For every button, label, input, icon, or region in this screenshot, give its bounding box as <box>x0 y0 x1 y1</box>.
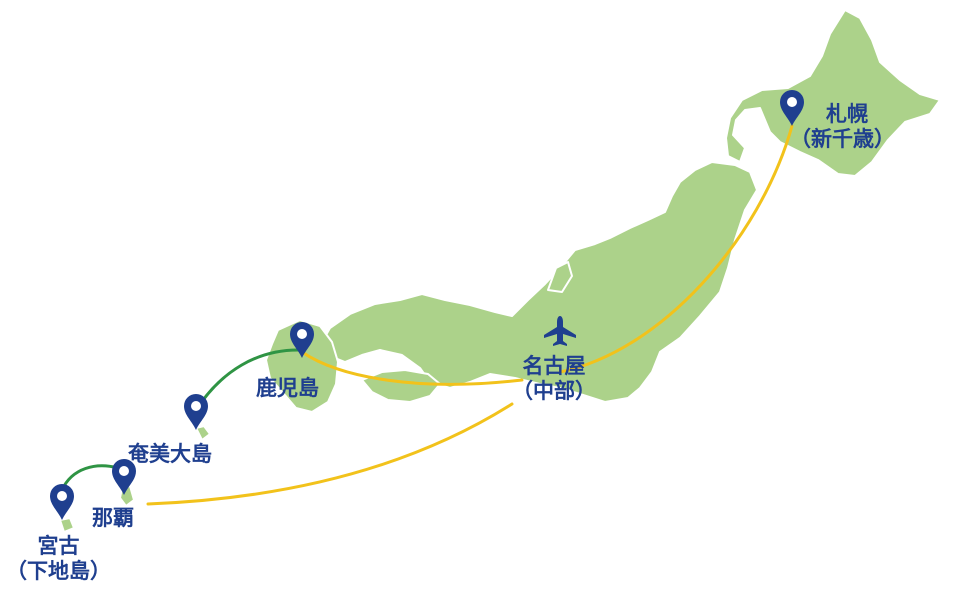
kyushu-landmass <box>265 319 339 413</box>
airport-sub: （下地島） <box>6 559 111 584</box>
hub-sub: （中部） <box>512 379 596 404</box>
airport-sub: （新千歳） <box>790 127 895 152</box>
route-line-kagoshima-amami <box>194 348 300 412</box>
airport-name: 那覇 <box>92 506 134 530</box>
hub-name: 名古屋 <box>522 354 586 378</box>
airport-label-sapporo[interactable]: 札幌 （新千歳） <box>790 102 895 152</box>
route-line-nagoya-sapporo <box>558 124 794 374</box>
hub-label-nagoya[interactable]: 名古屋 （中部） <box>512 354 596 404</box>
location-pin-icon[interactable] <box>780 90 804 126</box>
route-lines <box>60 124 794 506</box>
airport-name: 札幌 <box>826 102 868 126</box>
airport-name: 鹿児島 <box>256 376 319 400</box>
airport-label-amami[interactable]: 奄美大島 <box>128 442 212 467</box>
location-pin-icon[interactable] <box>184 394 208 430</box>
route-line-nagoya-kagoshima <box>300 350 524 386</box>
airport-label-miyako[interactable]: 宮古 （下地島） <box>6 534 111 584</box>
amami-island <box>195 425 211 441</box>
shikoku-landmass <box>361 369 441 403</box>
airport-label-naha[interactable]: 那覇 <box>92 506 134 531</box>
location-pin-icon[interactable] <box>290 322 314 358</box>
airport-name: 宮古 <box>37 534 80 558</box>
airport-pins <box>50 90 804 520</box>
airport-name: 奄美大島 <box>128 442 212 466</box>
honshu-landmass <box>321 161 758 403</box>
location-pin-icon[interactable] <box>112 459 136 495</box>
airplane-icon <box>544 316 576 346</box>
landmass-group <box>59 9 941 533</box>
route-line-nagoya-naha <box>146 402 514 506</box>
hokkaido-landmass <box>725 9 941 177</box>
noto-peninsula <box>547 261 573 293</box>
location-pin-icon[interactable] <box>50 484 74 520</box>
miyako-island <box>59 517 75 533</box>
route-line-naha-miyako <box>60 464 120 492</box>
airport-label-kagoshima[interactable]: 鹿児島 <box>256 376 319 401</box>
